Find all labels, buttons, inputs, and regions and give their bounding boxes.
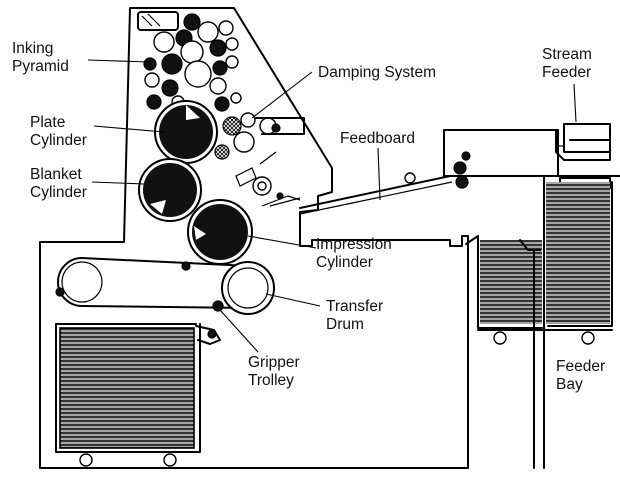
label-transfer-drum-line1: Transfer [326, 298, 384, 315]
paper-stack-icon [59, 327, 195, 449]
label-stream-feeder: Stream Feeder [542, 46, 592, 82]
label-gripper-trolley: Gripper Trolley [248, 354, 300, 390]
label-feeder-bay: Feeder Bay [556, 358, 605, 394]
label-impression-cylinder: Impression Cylinder [316, 236, 392, 272]
label-feeder-bay-line1: Feeder [556, 358, 606, 375]
delivery-pile [55, 323, 221, 467]
label-damping-system-text: Damping System [318, 64, 437, 81]
castor-wheel-icon [493, 331, 507, 345]
feedboard-path [269, 172, 453, 215]
label-blanket-cylinder-line1: Blanket [30, 166, 82, 183]
label-plate-cylinder: Plate Cylinder [30, 114, 87, 150]
ink-roller-icon [183, 13, 201, 31]
inking-pyramid [137, 11, 242, 112]
label-feeder-bay-line2: Bay [556, 376, 583, 393]
blanket-cylinder [138, 158, 202, 222]
castor-wheel-icon [163, 453, 177, 467]
leader-lines [87, 59, 577, 353]
label-feedboard: Feedboard [340, 130, 415, 148]
delivery-chain [55, 257, 251, 312]
label-damping-system: Damping System [318, 64, 436, 82]
label-feedboard-text: Feedboard [340, 130, 415, 147]
cylinder-icon [159, 105, 213, 159]
label-plate-cylinder-line2: Cylinder [30, 132, 87, 149]
impression-cylinder [187, 199, 253, 265]
label-stream-feeder-line1: Stream [542, 46, 592, 63]
plate-cylinder [154, 100, 218, 164]
label-gripper-trolley-line1: Gripper [248, 354, 300, 371]
feeder-housing [443, 123, 620, 189]
transfer-drum [221, 261, 275, 315]
castor-wheel-icon [581, 331, 595, 345]
paper-stack-icon [546, 182, 610, 324]
press-frame [39, 7, 469, 469]
castor-wheel-icon [79, 453, 93, 467]
label-inking-pyramid-line2: Pyramid [12, 58, 69, 75]
cylinder-icon [143, 163, 197, 217]
label-blanket-cylinder-line2: Cylinder [30, 184, 87, 201]
cylinder-icon [192, 204, 248, 260]
label-gripper-trolley-line2: Trolley [248, 372, 294, 389]
label-stream-feeder-line2: Feeder [542, 64, 592, 81]
feeder-bay [465, 175, 613, 469]
label-inking-pyramid: Inking Pyramid [12, 40, 69, 76]
label-transfer-drum-line2: Drum [326, 316, 364, 333]
label-blanket-cylinder: Blanket Cylinder [30, 166, 87, 202]
register-mechanism [235, 151, 301, 207]
damping-system [214, 112, 305, 160]
paper-stack-icon [480, 240, 542, 324]
label-impression-cylinder-line1: Impression [316, 236, 392, 253]
label-inking-pyramid-line1: Inking [12, 40, 54, 57]
label-plate-cylinder-line1: Plate [30, 114, 66, 131]
label-transfer-drum: Transfer Drum [326, 298, 383, 334]
label-impression-cylinder-line2: Cylinder [316, 254, 373, 271]
